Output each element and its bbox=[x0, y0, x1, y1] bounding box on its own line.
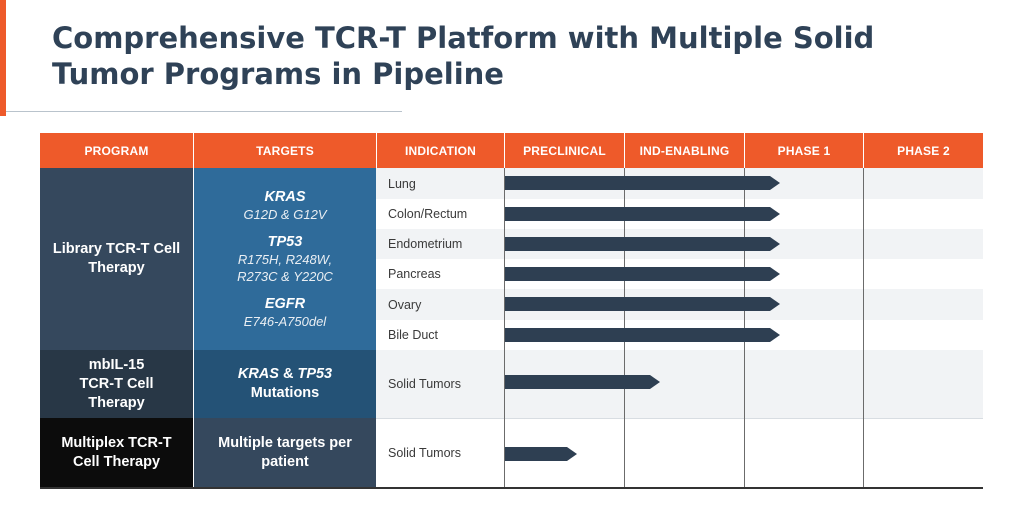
row-bg-multiplex bbox=[376, 418, 983, 487]
target-tp53: TP53 R175H, R248W, R273C & Y220C bbox=[237, 233, 333, 285]
accent-bar bbox=[0, 0, 6, 116]
header-preclinical: PRECLINICAL bbox=[505, 133, 624, 168]
header-program: PROGRAM bbox=[40, 133, 193, 168]
indication-bile-duct: Bile Duct bbox=[388, 328, 439, 342]
targets-mbil15: KRAS & TP53 Mutations bbox=[194, 350, 376, 418]
program-library: Library TCR-T Cell Therapy bbox=[40, 168, 193, 350]
program-mbil15-line-1: mbIL-15 bbox=[88, 356, 145, 373]
progress-bar-multiplex bbox=[505, 447, 577, 461]
page-title: Comprehensive TCR-T Platform with Multip… bbox=[52, 20, 952, 92]
program-multiplex: Multiplex TCR-T Cell Therapy bbox=[40, 418, 193, 487]
targets-mbil15-line-2: Mutations bbox=[250, 385, 320, 401]
target-tp53-detail-2: R273C & Y220C bbox=[237, 269, 333, 284]
progress-bar-endometrium bbox=[505, 237, 780, 251]
indication-solid-tumors-mbil15: Solid Tumors bbox=[388, 377, 461, 391]
indication-lung: Lung bbox=[388, 176, 416, 191]
target-egfr: EGFR E746-A750del bbox=[244, 295, 326, 330]
progress-bar-colon-rectum bbox=[505, 207, 780, 221]
header-phase-2: PHASE 2 bbox=[864, 133, 983, 168]
targets-multiplex-line-1: Multiple targets per bbox=[218, 434, 352, 451]
target-tp53-name: TP53 bbox=[267, 234, 303, 250]
program-multiplex-line-1: Multiplex TCR-T bbox=[61, 434, 172, 451]
program-multiplex-line-2: Cell Therapy bbox=[72, 453, 161, 470]
title-line-2: Tumor Programs in Pipeline bbox=[52, 57, 504, 91]
indication-pancreas: Pancreas bbox=[388, 267, 441, 281]
target-egfr-name: EGFR bbox=[264, 296, 306, 312]
target-kras-name: KRAS bbox=[264, 189, 306, 205]
targets-multiplex: Multiple targets per patient bbox=[194, 418, 376, 487]
phase-divider bbox=[863, 168, 864, 488]
target-amp: & bbox=[278, 366, 298, 382]
header-targets: TARGETS bbox=[194, 133, 376, 168]
targets-mbil15-line-1: KRAS & TP53 bbox=[238, 365, 332, 384]
targets-multiplex-line-2: patient bbox=[261, 453, 309, 470]
progress-bar-pancreas bbox=[505, 267, 780, 281]
targets-library: KRAS G12D & G12V TP53 R175H, R248W, R273… bbox=[194, 168, 376, 350]
target-tp53-label: TP53 bbox=[297, 366, 333, 382]
title-rule bbox=[6, 111, 402, 112]
indication-endometrium: Endometrium bbox=[388, 237, 463, 251]
row-separator bbox=[376, 418, 983, 419]
program-mbil15-line-2: TCR-T Cell bbox=[79, 375, 154, 392]
header-phase-1: PHASE 1 bbox=[745, 133, 863, 168]
target-tp53-detail-1: R175H, R248W, bbox=[237, 252, 333, 267]
target-kras-detail: G12D & G12V bbox=[243, 207, 327, 222]
phase-divider bbox=[504, 168, 505, 488]
program-mbil15: mbIL-15 TCR-T Cell Therapy bbox=[40, 350, 193, 418]
row-bg-mbil15 bbox=[376, 350, 983, 418]
progress-bar-mbil15 bbox=[505, 375, 661, 389]
program-library-label: Library TCR-T Cell Therapy bbox=[52, 241, 181, 276]
program-mbil15-line-3: Therapy bbox=[88, 394, 145, 411]
indication-ovary: Ovary bbox=[388, 297, 422, 312]
progress-bar-ovary bbox=[505, 297, 780, 311]
progress-bar-bile-duct bbox=[505, 328, 780, 342]
table-bottom-rule bbox=[40, 487, 983, 489]
title-line-1: Comprehensive TCR-T Platform with Multip… bbox=[52, 21, 875, 55]
target-kras-label: KRAS bbox=[237, 366, 279, 382]
indication-solid-tumors-multiplex: Solid Tumors bbox=[388, 445, 461, 460]
target-egfr-detail: E746-A750del bbox=[243, 314, 327, 329]
indication-colon-rectum: Colon/Rectum bbox=[388, 207, 468, 221]
target-kras: KRAS G12D & G12V bbox=[243, 188, 326, 223]
header-ind-enabling: IND-ENABLING bbox=[625, 133, 744, 168]
progress-bar-lung bbox=[505, 176, 780, 190]
header-indication: INDICATION bbox=[377, 133, 504, 168]
